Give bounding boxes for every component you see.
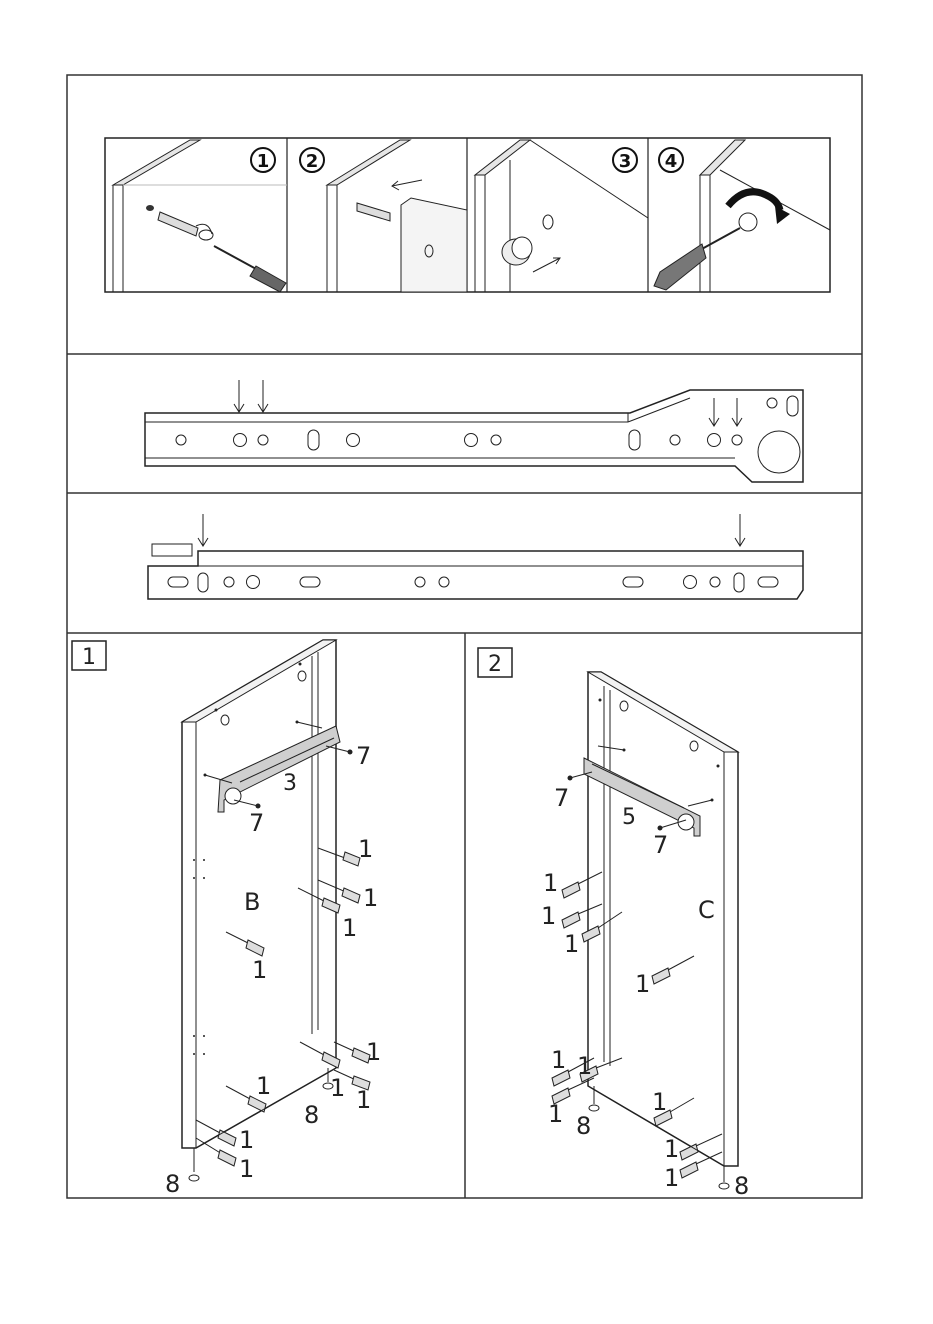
panel-label: C (698, 896, 715, 924)
part-number-label: 1 (652, 1088, 667, 1116)
part-number-label: 1 (256, 1072, 271, 1100)
part-number-label: 1 (664, 1164, 679, 1192)
part-number-label: 1 (541, 902, 556, 930)
part-number-label: 1 (543, 869, 558, 897)
tutorial-step-label: 3 (619, 151, 632, 172)
panel-b-assembly: B 3 7 7 1 1 1 1 1 1 1 1 8 1 1 8 (165, 640, 381, 1198)
drawer-runner-cabinet-diagram (145, 380, 803, 482)
tutorial-step-2: 2 (300, 148, 324, 172)
part-number-label: 7 (554, 784, 569, 812)
screw-position-arrow (198, 514, 745, 546)
tutorial-step-label: 1 (257, 151, 270, 172)
step-box-1: 1 (72, 641, 106, 670)
part-number-label: 8 (576, 1112, 591, 1140)
step-box-2: 2 (478, 648, 512, 677)
part-number-label: 1 (635, 970, 650, 998)
tutorial-step-4: 4 (659, 148, 683, 172)
drawer-runner-drawer-diagram (148, 514, 803, 599)
foot-part (589, 1105, 599, 1111)
part-number-label: 1 (239, 1155, 254, 1183)
tutorial-step-3: 3 (613, 148, 637, 172)
part-number-label: 1 (252, 956, 267, 984)
part-number-label: 1 (551, 1046, 566, 1074)
panel-c-assembly: C 5 7 7 1 1 1 1 1 1 1 8 1 1 1 8 (541, 672, 749, 1200)
part-number-label: 7 (356, 742, 371, 770)
tutorial-step-1: 1 (251, 148, 275, 172)
part-number-label: 1 (366, 1038, 381, 1066)
fitting-tutorial-strip: 1 2 3 4 (105, 138, 830, 292)
step-box-number: 1 (82, 645, 96, 670)
part-number-label: 1 (363, 884, 378, 912)
part-number-label: 8 (734, 1172, 749, 1200)
part-number-label: 1 (342, 914, 357, 942)
part-number-label: 3 (283, 771, 297, 796)
step-box-number: 2 (488, 652, 502, 677)
panel-label: B (244, 888, 260, 916)
foot-part (719, 1183, 729, 1189)
tutorial-step-label: 4 (665, 151, 678, 172)
tutorial-step-label: 2 (306, 151, 319, 172)
part-number-label: 7 (249, 809, 264, 837)
part-number-label: 8 (304, 1101, 319, 1129)
foot-part (189, 1175, 199, 1181)
part-number-label: 1 (330, 1074, 345, 1102)
part-number-label: 1 (239, 1126, 254, 1154)
part-number-label: 1 (548, 1100, 563, 1128)
part-number-label: 5 (622, 805, 636, 830)
part-number-label: 1 (564, 930, 579, 958)
part-number-label: 7 (653, 831, 668, 859)
part-number-label: 1 (358, 835, 373, 863)
part-number-label: 1 (356, 1086, 371, 1114)
part-number-label: 1 (577, 1052, 592, 1080)
part-number-label: 1 (664, 1135, 679, 1163)
part-number-label: 8 (165, 1170, 180, 1198)
